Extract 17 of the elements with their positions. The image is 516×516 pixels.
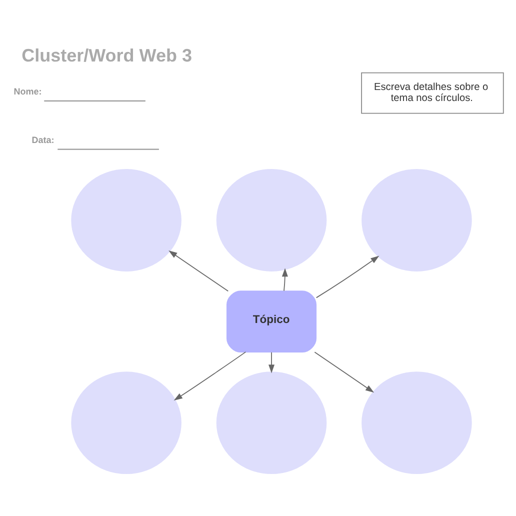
node-circle xyxy=(216,371,327,474)
node-box: Tópico xyxy=(226,290,317,352)
node-circle xyxy=(216,168,327,271)
node-circle xyxy=(362,371,472,474)
node-box: Escreva detalhes sobre o tema nos círculos. xyxy=(361,72,504,114)
arrow xyxy=(268,351,274,373)
arrow xyxy=(282,268,288,291)
label: Data: xyxy=(32,134,54,145)
node-circle xyxy=(71,168,182,271)
label: Nome: xyxy=(14,86,42,96)
node-circle xyxy=(362,168,472,271)
arrow xyxy=(316,255,380,298)
arrow xyxy=(314,351,374,392)
arrow xyxy=(174,351,246,400)
arrow xyxy=(168,250,229,292)
diagram-title: Cluster/Word Web 3 xyxy=(22,44,192,65)
node-circle xyxy=(71,371,182,474)
